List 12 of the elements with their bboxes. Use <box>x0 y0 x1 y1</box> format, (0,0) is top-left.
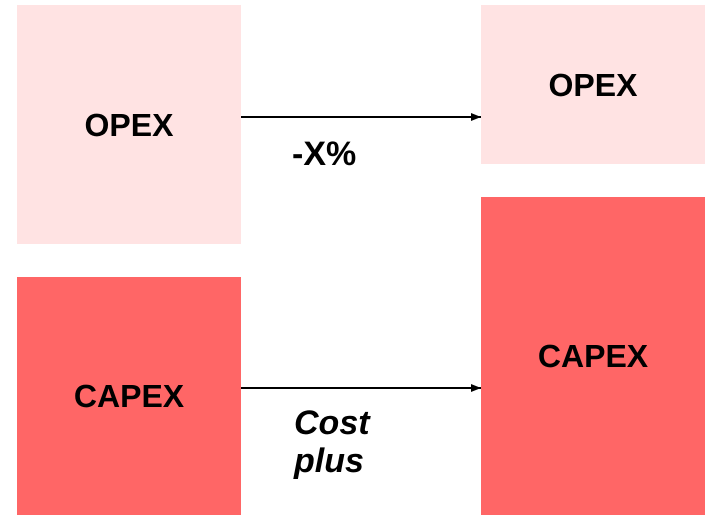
block-label: OPEX <box>84 106 174 144</box>
cost-block <box>17 5 241 244</box>
block-label: OPEX <box>548 66 638 104</box>
edge-label: -X% <box>292 135 358 173</box>
block-label: CAPEX <box>74 377 184 416</box>
cost-block <box>481 5 705 164</box>
edge-label: Cost plus <box>294 404 372 480</box>
cost-block <box>17 277 241 515</box>
arrow <box>241 113 481 121</box>
cost-block <box>481 197 705 515</box>
block-label: CAPEX <box>538 337 648 376</box>
arrow <box>241 384 481 392</box>
